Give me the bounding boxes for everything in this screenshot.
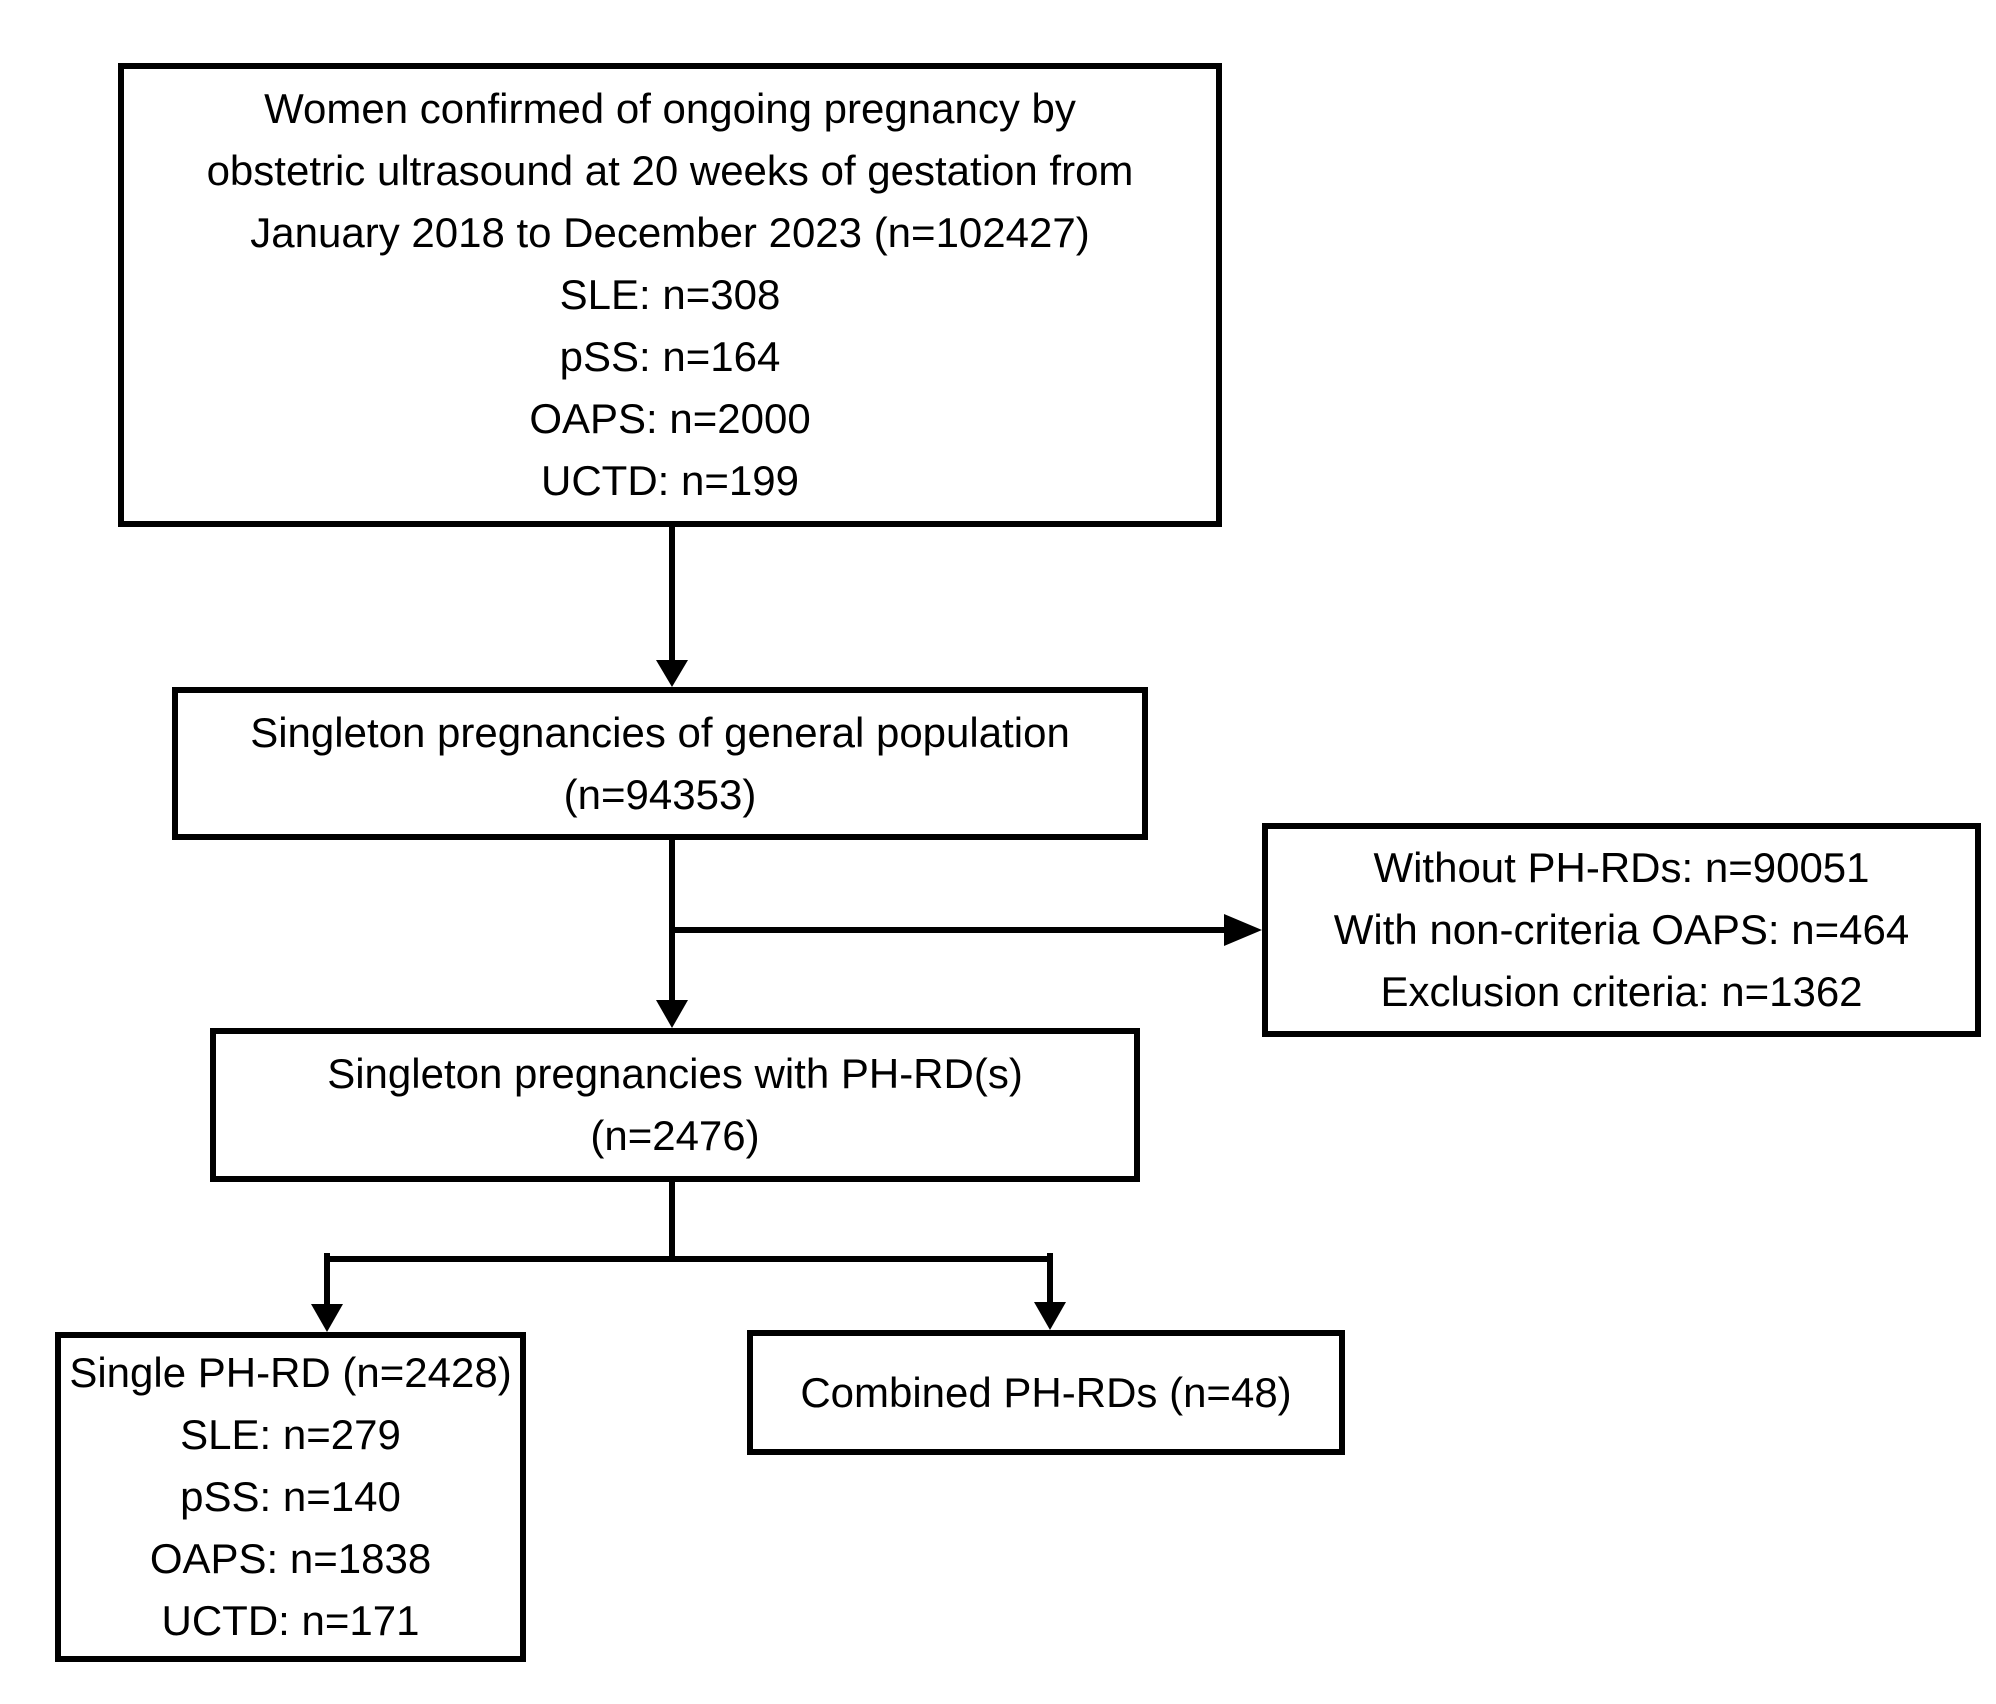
singleton-general-text-line: Singleton pregnancies of general populat… — [250, 708, 1070, 756]
single-phrd-title: Single PH-RD (n=2428) — [69, 1349, 512, 1396]
arrowhead-to-general — [656, 660, 688, 687]
singleton-phrd-count: (n=2476) — [590, 1112, 760, 1159]
population-count-pss: pSS: n=164 — [559, 333, 781, 380]
arrowhead-to-single — [311, 1304, 343, 1332]
arrowhead-to-phrd — [656, 1000, 688, 1028]
population-text-line: obstetric ultrasound at 20 weeks of gest… — [206, 147, 1134, 194]
population-count-sle: SLE: n=308 — [559, 271, 781, 318]
population-count-uctd: UCTD: n=199 — [541, 457, 799, 504]
excluded-without-phrd: Without PH-RDs: n=90051 — [1373, 844, 1870, 891]
excluded-non-criteria-oaps: With non-criteria OAPS: n=464 — [1333, 906, 1910, 953]
single-phrd-count-uctd: UCTD: n=171 — [161, 1597, 420, 1644]
single-phrd-count-sle: SLE: n=279 — [180, 1411, 401, 1458]
population-text-line: January 2018 to December 2023 (n=102427) — [250, 209, 1090, 256]
box-combined-phrd: Combined PH-RDs (n=48) — [747, 1330, 1345, 1455]
branch-horizontal-line — [324, 1253, 1053, 1306]
box-excluded: Without PH-RDs: n=90051 With non-criteri… — [1262, 823, 1981, 1037]
population-count-oaps: OAPS: n=2000 — [529, 395, 811, 442]
arrowhead-to-combined — [1034, 1302, 1066, 1330]
single-phrd-count-oaps: OAPS: n=1838 — [149, 1535, 432, 1582]
combined-phrd-title: Combined PH-RDs (n=48) — [800, 1368, 1292, 1416]
arrowhead-to-excluded — [1224, 914, 1262, 946]
singleton-general-count: (n=94353) — [563, 770, 757, 818]
box-single-phrd: Single PH-RD (n=2428) SLE: n=279 pSS: n=… — [55, 1332, 526, 1662]
excluded-exclusion-criteria: Exclusion criteria: n=1362 — [1380, 968, 1863, 1015]
box-singleton-phrd: Singleton pregnancies with PH-RD(s) (n=2… — [210, 1028, 1140, 1182]
single-phrd-count-pss: pSS: n=140 — [180, 1473, 401, 1520]
box-population: Women confirmed of ongoing pregnancy by … — [118, 63, 1222, 527]
singleton-phrd-text-line: Singleton pregnancies with PH-RD(s) — [327, 1050, 1023, 1097]
population-text-line: Women confirmed of ongoing pregnancy by — [264, 85, 1076, 132]
box-singleton-general: Singleton pregnancies of general populat… — [172, 687, 1148, 840]
